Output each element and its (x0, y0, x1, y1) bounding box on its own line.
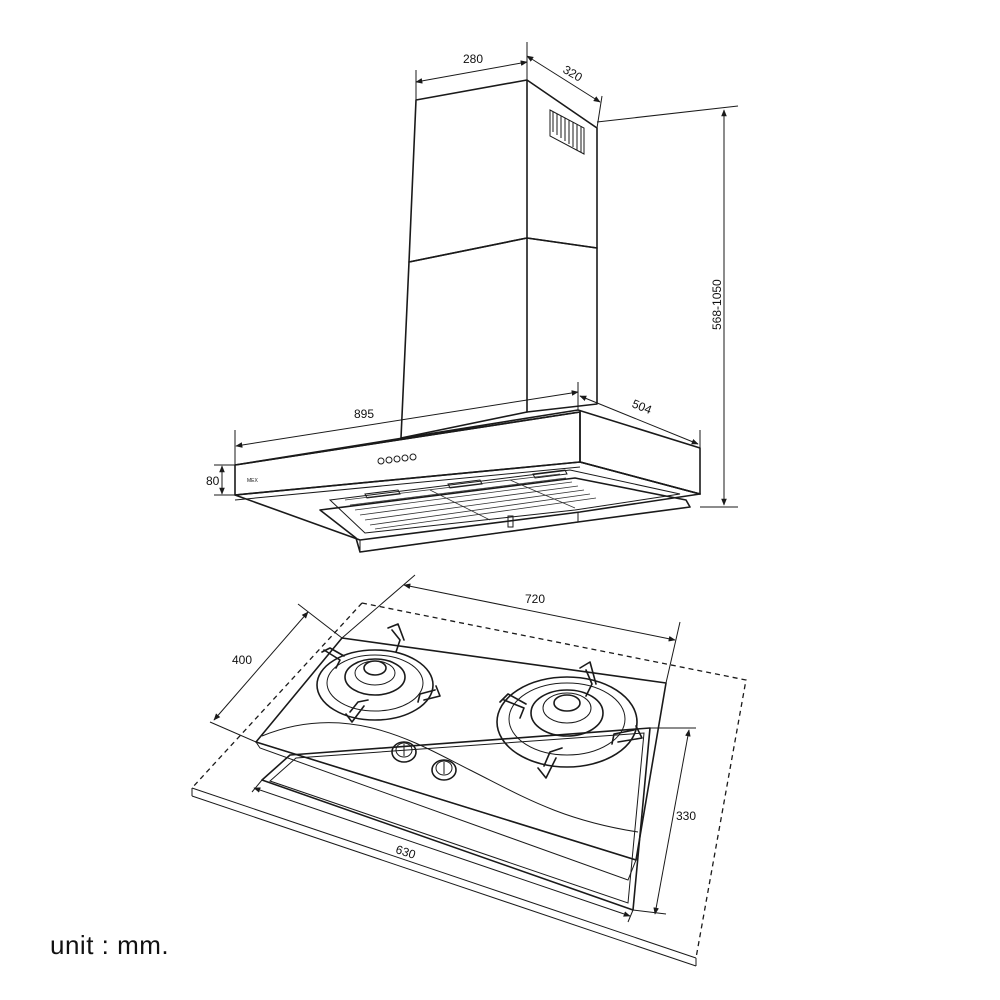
gas-hob (191, 602, 747, 967)
hood-dimensions: 280 320 568-1050 895 504 80 (206, 42, 739, 508)
dim-chimney-depth: 320 (560, 62, 585, 84)
right-knob (431, 759, 457, 781)
dim-chimney-width: 280 (463, 52, 483, 66)
grease-filters (328, 469, 681, 534)
dim-hob-depth: 400 (232, 653, 252, 667)
hood-button-2 (385, 456, 393, 464)
hood-button-5 (409, 453, 417, 461)
hob-cutout (261, 727, 651, 911)
hood-button-3 (393, 455, 401, 463)
brand-logo: MEX (247, 478, 259, 484)
left-knob (391, 741, 417, 763)
dim-hob-width: 720 (525, 592, 545, 606)
lower-chimney (400, 237, 598, 439)
hob-glass-top (254, 637, 667, 881)
hob-dimensions: 720 400 630 330 (209, 574, 696, 923)
chimney-vent-slots (549, 109, 585, 155)
dim-cutout-depth: 330 (676, 809, 696, 823)
dim-hood-depth: 504 (630, 397, 654, 418)
hood-control-buttons (377, 453, 417, 465)
hood-canopy (234, 409, 701, 553)
dim-hood-width: 895 (354, 407, 374, 421)
range-hood: MEX (234, 79, 701, 553)
dim-height-range: 568-1050 (710, 279, 724, 330)
dim-cutout-width: 630 (394, 842, 418, 862)
left-burner (316, 623, 441, 723)
hood-button-4 (401, 454, 409, 462)
hood-button-1 (377, 457, 385, 465)
upper-chimney (408, 79, 598, 263)
dim-hood-thickness: 80 (206, 474, 220, 488)
right-burner (496, 661, 643, 779)
hob-knobs (391, 741, 457, 781)
unit-label: unit : mm. (50, 930, 170, 960)
